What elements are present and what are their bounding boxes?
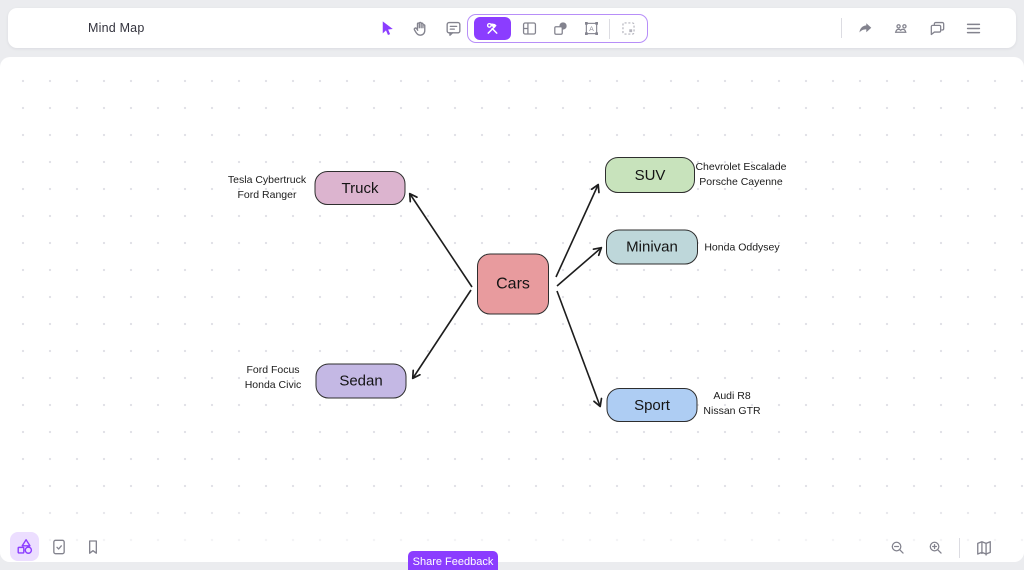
document-title: Mind Map [88,21,145,35]
note-line: Porsche Cayenne [699,176,783,188]
dock-right-divider [959,537,960,558]
note-tool-button[interactable] [440,15,466,41]
cursor-icon [382,20,393,35]
shapes-group-icon [17,539,33,554]
zoom-out-icon [891,541,904,554]
collaborators-button[interactable] [888,15,914,41]
frame-tool-button[interactable] [516,16,542,42]
node-sport[interactable]: Sport [606,388,698,422]
note-line: Honda Oddysey [704,241,780,254]
bookmark-icon [88,539,97,554]
bottom-right-dock [883,533,998,562]
note-line: Nissan GTR [703,405,761,417]
hammer-wrench-icon [486,22,498,34]
toolbar-right-tools [841,15,986,41]
toolbar-right-divider [841,18,842,38]
node-sedan[interactable]: Sedan [315,363,407,399]
note-line: Ford Ranger [237,189,297,201]
shapes-icon [553,22,567,35]
map-icon [976,540,991,555]
shapes-panel-button[interactable] [10,532,39,561]
marquee-select-icon [621,22,635,35]
zoom-in-button[interactable] [921,533,950,562]
note-sport-models[interactable]: Audi R8 Nissan GTR [703,389,760,419]
hand-icon [413,21,425,36]
frame-icon [522,22,536,35]
note-line: Audi R8 [713,390,751,402]
note-minivan-models[interactable]: Honda Oddysey [704,241,779,256]
node-truck[interactable]: Truck [314,171,406,205]
bookmarks-button[interactable] [78,532,107,561]
note-line: Tesla Cybertruck [227,174,307,186]
share-feedback-button[interactable]: Share Feedback [408,551,498,570]
tools-button[interactable] [474,17,511,40]
comments-icon [930,21,944,35]
share-arrow-icon [858,22,871,32]
note-line: Honda Civic [244,379,302,391]
text-frame-icon: A [584,22,598,35]
comments-button[interactable] [924,15,950,41]
note-line: Chevrolet Escalade [695,161,787,173]
bottom-left-dock [10,532,107,561]
doc-check-icon [52,539,65,554]
pan-tool-button[interactable] [407,15,433,41]
top-toolbar: Mind Map [8,8,1016,48]
select-tool-button[interactable] [374,15,400,41]
people-icon [894,23,907,33]
zoom-in-icon [929,541,942,554]
share-button[interactable] [852,15,878,41]
list-icon [966,23,980,33]
minimap-button[interactable] [969,533,998,562]
list-button[interactable] [960,15,986,41]
insert-tool-group: A [467,14,648,43]
shapes-tool-button[interactable] [547,16,573,42]
zoom-out-button[interactable] [883,533,912,562]
note-line: Ford Focus [246,364,300,376]
text-box-tool-button[interactable]: A [578,16,604,42]
sticky-note-icon [445,21,461,36]
svg-text:A: A [589,26,594,33]
node-minivan[interactable]: Minivan [606,229,698,265]
tool-group-divider [609,18,610,39]
marquee-select-button[interactable] [615,16,641,42]
node-suv[interactable]: SUV [605,157,695,193]
templates-button[interactable] [44,532,73,561]
toolbar-left-tools [374,15,466,41]
node-cars[interactable]: Cars [477,253,549,315]
